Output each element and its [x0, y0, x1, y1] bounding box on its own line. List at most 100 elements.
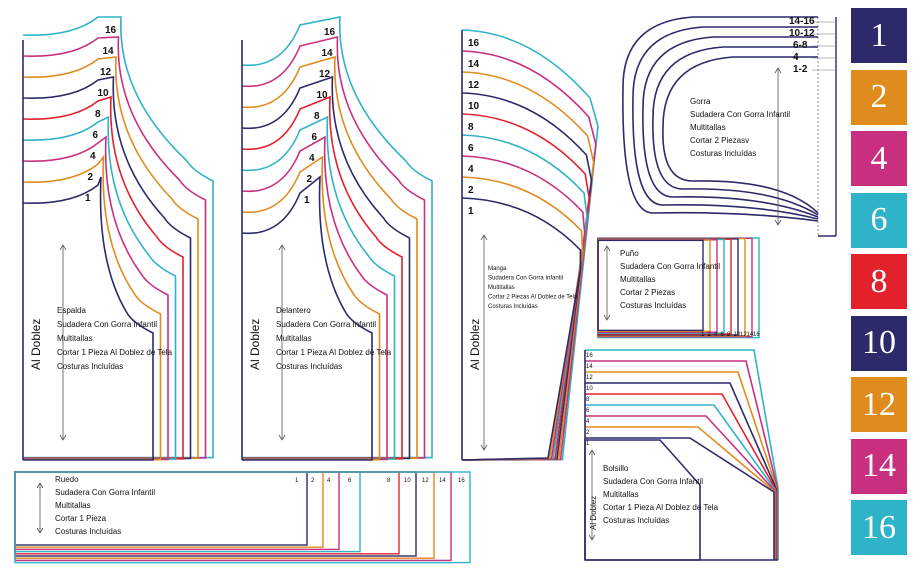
bolsillo-size-label-6: 6	[586, 408, 590, 414]
espalda-text-2: Multitallas	[57, 334, 93, 343]
bolsillo-text-3: Cortar 1 Pieza Al Doblez de Tela	[603, 503, 719, 512]
bolsillo-text-2: Multitallas	[603, 490, 639, 499]
manga-text-3: Cortar 2 Piezas Al Doblez de Tela	[488, 295, 578, 301]
bolsillo-size-label-1: 1	[586, 441, 590, 447]
ruedo-size-label-10: 10	[404, 478, 411, 484]
puno-size-label-8: 8	[727, 332, 731, 338]
delantero-outline-size-10	[241, 75, 411, 460]
bolsillo-grain-arrow-head-bottom	[588, 534, 596, 541]
legend-size-1: 1	[851, 8, 907, 63]
legend-size-12: 12	[851, 377, 907, 432]
bolsillo-outline-size-1	[585, 437, 775, 560]
legend-size-16: 16	[851, 500, 907, 555]
manga-outline-size-14	[461, 50, 597, 461]
puno-text-4: Costuras Incluídas	[620, 301, 686, 310]
delantero-size-label-10: 10	[317, 90, 329, 101]
delantero-outline-size-8	[241, 95, 403, 460]
bolsillo-inner-outline	[584, 439, 701, 561]
delantero-outline-size-6	[241, 115, 396, 460]
espalda-size-label-2: 2	[88, 172, 94, 183]
puno-text-2: Multitallas	[620, 275, 656, 284]
manga-outline-size-6	[461, 134, 588, 461]
delantero-text-4: Costuras Incluídas	[276, 362, 342, 371]
delantero-size-label-8: 8	[314, 111, 320, 122]
gorra-text-3: Cortar 2 Piezasv	[690, 136, 749, 145]
ruedo-size-label-6: 6	[348, 478, 352, 484]
legend-size-label: 6	[870, 201, 888, 238]
delantero-size-label-1: 1	[304, 195, 310, 206]
espalda-size-label-1: 1	[85, 193, 91, 204]
legend-size-label: 16	[862, 508, 896, 546]
delantero-grain-arrow-head-bottom	[278, 434, 286, 441]
puno-text-0: Puño	[620, 249, 639, 258]
puno-grain-arrow-head-bottom	[603, 314, 611, 321]
manga-grain-arrow-head-top	[480, 234, 488, 241]
ruedo-text-0: Ruedo	[55, 475, 79, 484]
puno-size-label-4: 4	[714, 332, 718, 338]
puno-outline-size-8	[597, 238, 732, 335]
gorra-text-0: Gorra	[690, 97, 711, 106]
legend-size-label: 14	[862, 447, 896, 484]
ruedo-size-label-8: 8	[387, 478, 391, 484]
puno-size-label-1: 1	[701, 332, 705, 338]
delantero-text-3: Cortar 1 Pieza Al Doblez de Tela	[276, 348, 392, 357]
delantero-fold-label: Al Doblez	[248, 319, 262, 370]
bolsillo-grain-arrow-head-top	[588, 449, 596, 456]
bolsillo-size-label-2: 2	[586, 430, 590, 436]
puno-size-label-16: 16	[753, 332, 760, 338]
delantero-outline-size-12	[241, 55, 418, 459]
espalda-text-3: Cortar 1 Pieza Al Doblez de Tela	[57, 348, 173, 357]
delantero-text-0: Delantero	[276, 306, 311, 315]
espalda-grain-arrow-head-top	[59, 244, 67, 251]
espalda-size-label-4: 4	[90, 151, 96, 162]
ruedo-size-label-12: 12	[422, 478, 429, 484]
ruedo-size-label-2: 2	[311, 478, 315, 484]
puno-grain-arrow-head-top	[603, 245, 611, 252]
manga-size-label-14: 14	[468, 59, 480, 70]
gorra-outline-2	[642, 36, 819, 218]
delantero-outline-size-2	[241, 155, 381, 461]
legend-size-14: 14	[851, 438, 907, 494]
espalda-outline-size-12	[22, 56, 199, 459]
puno-outline-size-2	[597, 239, 711, 333]
manga-size-label-16: 16	[468, 38, 480, 49]
legend-size-label: 12	[862, 385, 896, 423]
delantero-size-label-14: 14	[322, 48, 334, 59]
gorra-outline-1	[632, 26, 819, 220]
ruedo-outline-size-16	[14, 471, 471, 564]
legend-size-8: 8	[851, 254, 907, 309]
manga-fold-label: Al Doblez	[468, 319, 482, 370]
legend-size-4: 4	[851, 131, 907, 186]
bolsillo-text-1: Sudadera Con Gorra Infantil	[603, 477, 703, 486]
ruedo-grain-arrow-head-top	[36, 482, 44, 489]
manga-size-label-8: 8	[468, 122, 474, 133]
espalda-size-label-8: 8	[95, 109, 101, 120]
gorra-size-label-2: 6-8	[793, 40, 808, 51]
puno-text-1: Sudadera Con Gorra Infantil	[620, 262, 720, 271]
bolsillo-outline-size-14	[585, 360, 779, 560]
ruedo-grain-arrow-head-bottom	[36, 527, 44, 534]
legend-size-label: 10	[862, 324, 896, 361]
ruedo-size-label-16: 16	[458, 478, 465, 484]
espalda-size-label-14: 14	[103, 46, 115, 57]
puno-outline-size-4	[597, 239, 718, 333]
espalda-outline-size-14	[22, 36, 207, 459]
delantero-size-label-4: 4	[309, 153, 315, 164]
delantero-outline-size-1	[241, 175, 373, 461]
ruedo-outline-size-8	[14, 471, 400, 555]
espalda-outline-size-16	[22, 16, 214, 459]
espalda-grain-arrow-head-bottom	[59, 434, 67, 441]
ruedo-text-2: Multitallas	[55, 501, 91, 510]
gorra-grain-arrow-head-top	[774, 67, 782, 74]
manga-grain-arrow-head-bottom	[480, 444, 488, 451]
bolsillo-size-label-14: 14	[586, 364, 593, 370]
manga-size-label-12: 12	[468, 80, 480, 91]
espalda-text-1: Sudadera Con Gorra Infantil	[57, 320, 157, 329]
manga-text-1: Sudadera Con Gorra Infantil	[488, 276, 563, 282]
espalda-fold-label: Al Doblez	[29, 319, 43, 370]
puno-size-label-12: 12	[740, 332, 747, 338]
espalda-text-0: Espalda	[57, 306, 86, 315]
manga-text-0: Manga	[488, 266, 507, 272]
